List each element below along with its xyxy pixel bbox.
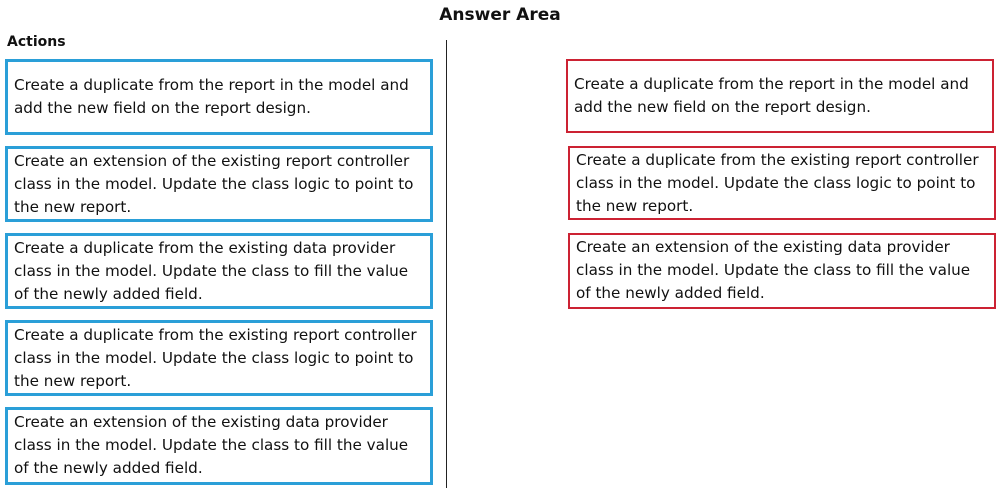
answer-item-2-text: Create a duplicate from the existing rep… xyxy=(576,151,979,215)
action-item-1[interactable]: Create a duplicate from the report in th… xyxy=(5,59,433,135)
answer-item-1[interactable]: Create a duplicate from the report in th… xyxy=(566,59,994,133)
answer-area-title: Answer Area xyxy=(439,5,561,25)
answer-item-1-text: Create a duplicate from the report in th… xyxy=(574,75,969,116)
action-item-5[interactable]: Create an extension of the existing data… xyxy=(5,407,433,485)
action-item-5-text: Create an extension of the existing data… xyxy=(14,413,409,477)
answer-item-2[interactable]: Create a duplicate from the existing rep… xyxy=(568,146,996,220)
action-item-2[interactable]: Create an extension of the existing repo… xyxy=(5,146,433,222)
answer-item-3[interactable]: Create an extension of the existing data… xyxy=(568,233,996,309)
column-divider xyxy=(446,40,447,488)
action-item-3[interactable]: Create a duplicate from the existing dat… xyxy=(5,233,433,309)
actions-label: Actions xyxy=(7,34,66,50)
action-item-1-text: Create a duplicate from the report in th… xyxy=(14,76,409,117)
action-item-3-text: Create a duplicate from the existing dat… xyxy=(14,239,409,303)
answer-item-3-text: Create an extension of the existing data… xyxy=(576,238,971,302)
action-item-2-text: Create an extension of the existing repo… xyxy=(14,152,414,216)
action-item-4[interactable]: Create a duplicate from the existing rep… xyxy=(5,320,433,396)
action-item-4-text: Create a duplicate from the existing rep… xyxy=(14,326,417,390)
